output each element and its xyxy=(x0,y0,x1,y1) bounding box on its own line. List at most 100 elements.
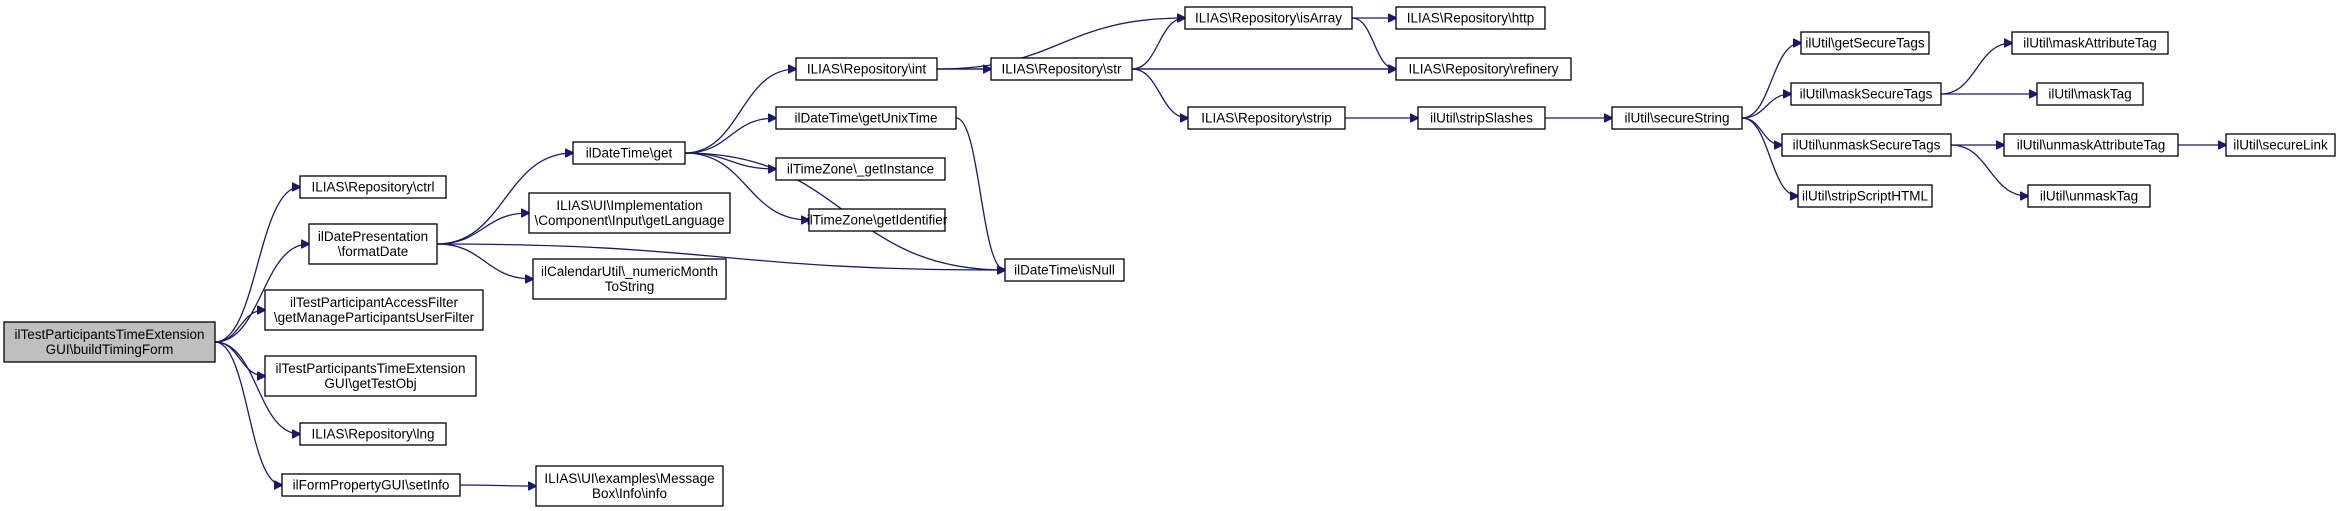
node-label-line: ilUtil\getSecureTags xyxy=(1805,36,1925,51)
edge-n12-to-n10 xyxy=(955,117,1005,270)
node-label-line: ilTestParticipantsTimeExtension xyxy=(275,361,465,376)
graph-node[interactable]: ilDateTime\getUnixTime xyxy=(775,106,957,130)
node-label-line: ilUtil\secureLink xyxy=(2233,138,2328,153)
graph-node[interactable]: ilUtil\stripSlashes xyxy=(1417,106,1546,130)
graph-node[interactable]: ILIAS\Repository\int xyxy=(795,57,938,81)
nodes-layer: ilTestParticipantsTimeExtensionGUI\build… xyxy=(3,6,2336,507)
edge-n0-to-n3 xyxy=(214,310,265,343)
node-box xyxy=(572,141,686,165)
node-box xyxy=(299,422,447,446)
graph-node[interactable]: ilUtil\maskSecureTags xyxy=(1790,82,1942,106)
node-label-line: ILIAS\Repository\http xyxy=(1407,11,1535,26)
node-label-line: ILIAS\UI\Implementation xyxy=(556,198,702,213)
edge-n0-to-n6 xyxy=(214,341,282,485)
node-label-line: ToString xyxy=(605,279,655,294)
graph-node[interactable]: ilUtil\maskAttributeTag xyxy=(2011,31,2169,55)
node-box xyxy=(532,258,727,300)
node-label-line: ilUtil\unmaskTag xyxy=(2040,189,2138,204)
edge-n2-to-n9 xyxy=(436,243,533,279)
root-node: ilTestParticipantsTimeExtensionGUI\build… xyxy=(3,321,216,363)
edge-n2-to-n10 xyxy=(436,243,1005,270)
node-box xyxy=(795,57,938,81)
node-box xyxy=(1187,106,1346,130)
graph-node[interactable]: ilFormPropertyGUI\setInfo xyxy=(281,473,461,497)
edge-n21-to-n24 xyxy=(1741,117,1782,145)
node-label-line: \getManageParticipantsUserFilter xyxy=(274,310,475,325)
edge-n7-to-n14 xyxy=(684,152,809,220)
graph-node[interactable]: ilTimeZone\getIdentifier xyxy=(807,208,948,232)
edge-n24-to-n29 xyxy=(1950,144,2028,196)
node-box xyxy=(1790,82,1942,106)
edge-n7-to-n11 xyxy=(684,69,796,154)
node-box xyxy=(2011,31,2169,55)
edge-n7-to-n12 xyxy=(684,118,776,154)
node-box xyxy=(990,57,1133,81)
node-box xyxy=(1184,6,1353,30)
edge-n0-to-n4 xyxy=(214,341,265,376)
node-label-line: ILIAS\Repository\lng xyxy=(311,427,434,442)
node-box xyxy=(308,223,438,265)
graph-node[interactable]: ilUtil\unmaskSecureTags xyxy=(1781,133,1952,157)
graph-node[interactable]: ilUtil\stripScriptHTML xyxy=(1797,184,1933,208)
node-box xyxy=(1800,31,1930,55)
edge-n11-to-n15 xyxy=(936,18,1185,70)
graph-node[interactable]: ilTestParticipantAccessFilter\getManageP… xyxy=(264,289,484,331)
node-box xyxy=(299,175,447,199)
node-box xyxy=(1611,106,1743,130)
edge-n2-to-n8 xyxy=(436,213,529,245)
node-box xyxy=(1797,184,1933,208)
graph-node[interactable]: ilTestParticipantsTimeExtensionGUI\getTe… xyxy=(264,355,477,397)
node-label-line: GUI\getTestObj xyxy=(324,376,416,391)
node-label-line: ilDateTime\getUnixTime xyxy=(794,111,937,126)
node-label-line: ilDateTime\isNull xyxy=(1014,263,1115,278)
graph-node[interactable]: ilUtil\secureString xyxy=(1611,106,1743,130)
node-label-line: ilTimeZone\_getInstance xyxy=(787,162,934,177)
node-label-line: \Component\Input\getLanguage xyxy=(535,213,725,228)
node-label-line: ilTestParticipantsTimeExtension xyxy=(14,327,204,342)
node-box xyxy=(808,208,946,232)
graph-node[interactable]: ilDatePresentation\formatDate xyxy=(308,223,438,265)
node-label-line: ILIAS\Repository\isArray xyxy=(1195,11,1342,26)
graph-node[interactable]: ilUtil\secureLink xyxy=(2225,133,2336,157)
node-label-line: ilUtil\unmaskAttributeTag xyxy=(2017,138,2166,153)
node-box xyxy=(1781,133,1952,157)
graph-node[interactable]: ILIAS\Repository\str xyxy=(990,57,1133,81)
node-box xyxy=(775,157,946,181)
node-box xyxy=(3,321,216,363)
graph-node[interactable]: ilDateTime\get xyxy=(572,141,686,165)
node-label-line: ilFormPropertyGUI\setInfo xyxy=(293,478,450,493)
graph-node[interactable]: ILIAS\Repository\strip xyxy=(1187,106,1346,130)
node-label-line: ilUtil\maskSecureTags xyxy=(1800,87,1933,102)
node-label-line: ilUtil\stripScriptHTML xyxy=(1802,189,1929,204)
edge-n16-to-n19 xyxy=(1131,68,1188,118)
graph-node[interactable]: ilUtil\getSecureTags xyxy=(1800,31,1930,55)
node-box xyxy=(2027,184,2151,208)
edge-n21-to-n22 xyxy=(1741,43,1801,119)
node-label-line: GUI\buildTimingForm xyxy=(46,342,174,357)
graph-node[interactable]: ILIAS\Repository\refinery xyxy=(1395,57,1572,81)
graph-node[interactable]: ILIAS\Repository\ctrl xyxy=(299,175,447,199)
graph-node[interactable]: ILIAS\Repository\http xyxy=(1395,6,1546,30)
node-box xyxy=(1004,258,1125,282)
edge-n2-to-n7 xyxy=(436,153,573,245)
graph-node[interactable]: ILIAS\Repository\lng xyxy=(299,422,447,446)
graph-node[interactable]: ilUtil\maskTag xyxy=(2036,82,2144,106)
node-box xyxy=(775,106,957,130)
node-box xyxy=(2003,133,2179,157)
graph-node[interactable]: ILIAS\Repository\isArray xyxy=(1184,6,1353,30)
graph-node[interactable]: ILIAS\UI\Implementation\Component\Input\… xyxy=(528,192,731,234)
graph-node[interactable]: ilUtil\unmaskTag xyxy=(2027,184,2151,208)
edge-n16-to-n15 xyxy=(1131,18,1185,70)
graph-node[interactable]: ilTimeZone\_getInstance xyxy=(775,157,946,181)
edge-n21-to-n25 xyxy=(1741,117,1798,196)
node-box xyxy=(2036,82,2144,106)
node-box xyxy=(1395,57,1572,81)
node-label-line: ILIAS\Repository\strip xyxy=(1201,111,1332,126)
node-label-line: ilTimeZone\getIdentifier xyxy=(807,213,948,228)
node-label-line: ilUtil\secureString xyxy=(1624,111,1729,126)
graph-node[interactable]: ilDateTime\isNull xyxy=(1004,258,1125,282)
node-label-line: ilTestParticipantAccessFilter xyxy=(290,295,459,310)
graph-node[interactable]: ilUtil\unmaskAttributeTag xyxy=(2003,133,2179,157)
